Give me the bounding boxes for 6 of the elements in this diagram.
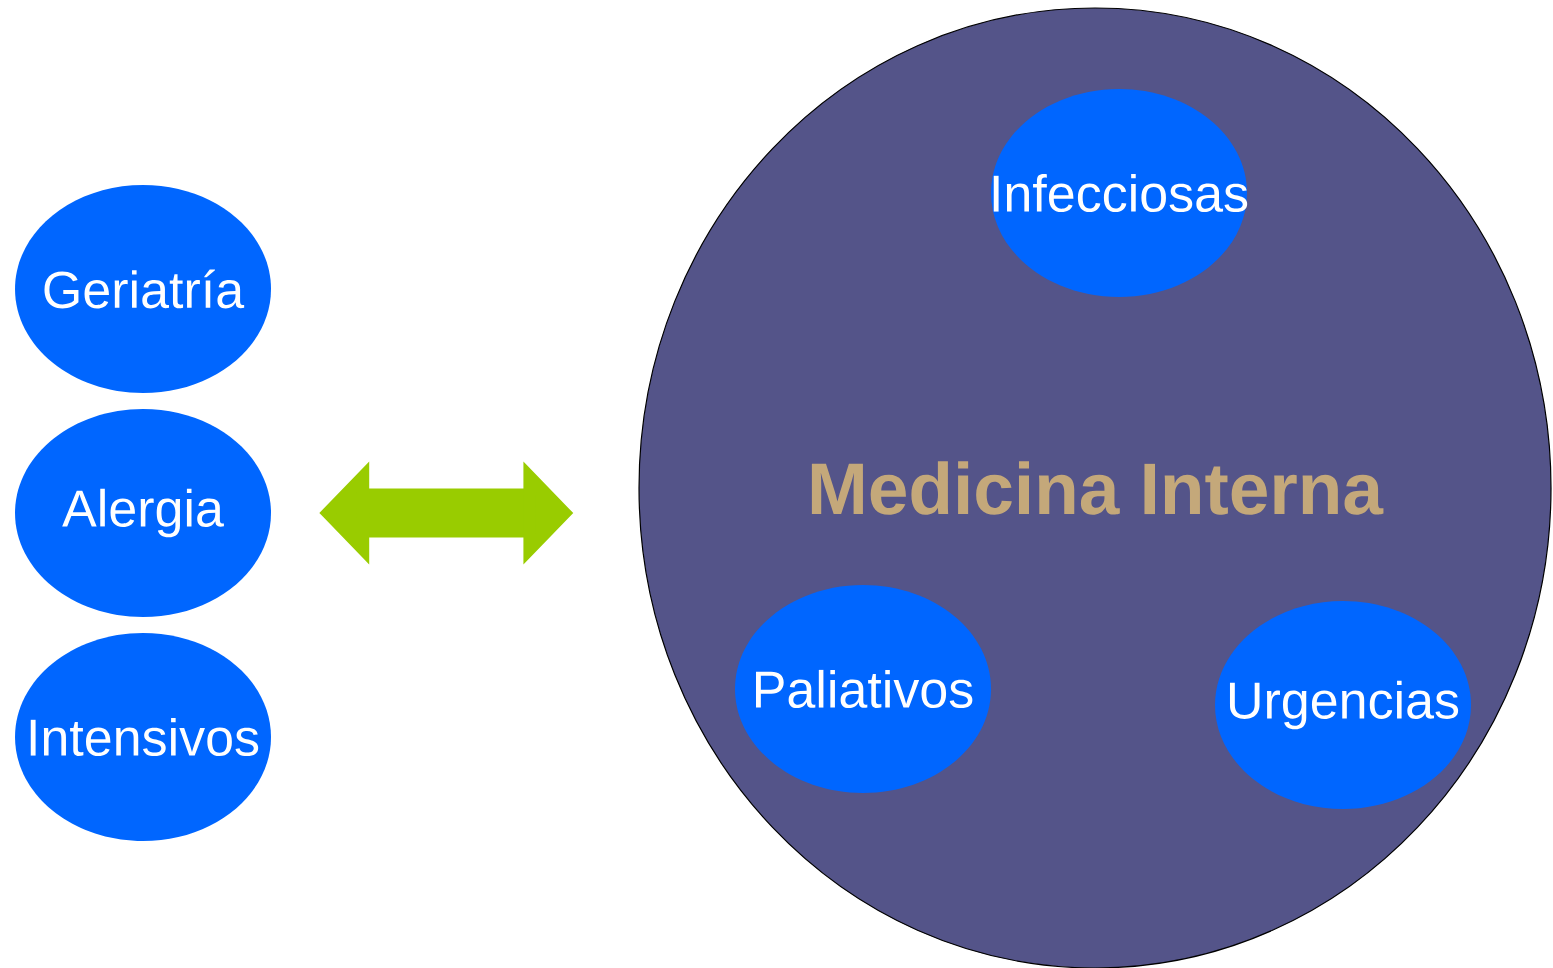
oval-node: Paliativos — [735, 585, 991, 793]
oval-node: Urgencias — [1215, 601, 1471, 809]
oval-node: Alergia — [15, 409, 271, 617]
oval-node: Geriatría — [15, 185, 271, 393]
oval-node: Infecciosas — [991, 89, 1248, 297]
oval-node: Intensivos — [15, 633, 271, 841]
